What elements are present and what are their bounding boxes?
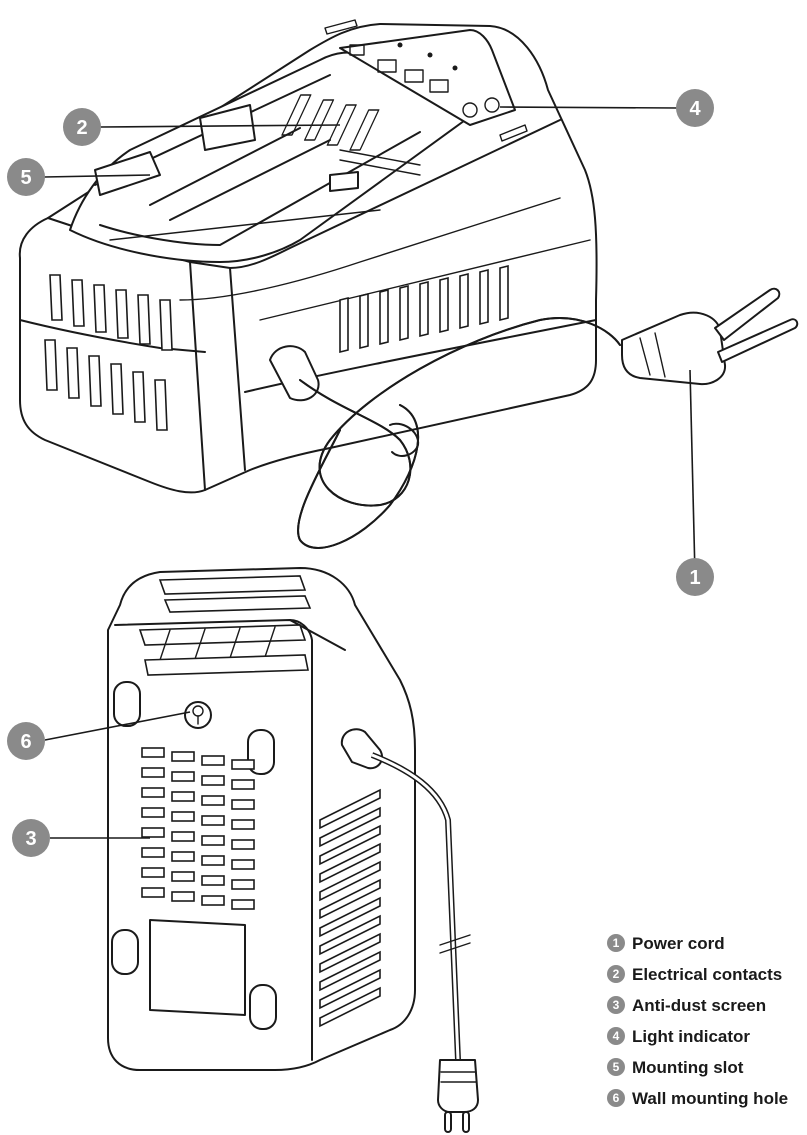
- legend-item-wall-mounting-hole: 6 Wall mounting hole: [607, 1089, 788, 1108]
- charger-top-view: [18, 19, 598, 494]
- legend-item-anti-dust-screen: 3 Anti-dust screen: [607, 996, 766, 1015]
- callout-4-number: 4: [689, 98, 701, 120]
- legend-number: 1: [613, 936, 620, 950]
- callout-1-number: 1: [689, 567, 700, 589]
- legend-label: Power cord: [632, 934, 725, 953]
- callout-3: 3: [12, 819, 50, 857]
- legend-item-mounting-slot: 5 Mounting slot: [607, 1058, 744, 1077]
- side-vents: [339, 264, 509, 354]
- callout-4: 4: [676, 89, 714, 127]
- wall-mounting-hole: [184, 701, 212, 729]
- electrical-contacts: [281, 94, 421, 176]
- callout-1: 1: [676, 558, 714, 596]
- legend-item-power-cord: 1 Power cord: [607, 934, 725, 953]
- legend-number: 4: [613, 1029, 620, 1043]
- callout-5: 5: [7, 158, 45, 196]
- callout-2-number: 2: [76, 117, 87, 139]
- callout-2: 2: [63, 108, 101, 146]
- legend: 1 Power cord 2 Electrical contacts 3 Ant…: [607, 934, 788, 1108]
- legend-item-light-indicator: 4 Light indicator: [607, 1027, 750, 1046]
- legend-label: Mounting slot: [632, 1058, 744, 1077]
- power-cord-top: [297, 287, 799, 549]
- legend-number: 2: [613, 967, 620, 981]
- legend-label: Electrical contacts: [632, 965, 782, 984]
- anti-dust-screen: [141, 747, 255, 910]
- front-vents: [44, 274, 173, 431]
- light-indicator-panel: [339, 29, 516, 126]
- legend-number: 6: [613, 1091, 620, 1105]
- power-cord-bottom: [370, 752, 479, 1133]
- legend-number: 5: [613, 1060, 620, 1074]
- legend-label: Wall mounting hole: [632, 1089, 788, 1108]
- charger-bottom-view: [107, 567, 416, 1071]
- callout-5-number: 5: [20, 167, 31, 189]
- callout-3-number: 3: [25, 828, 36, 850]
- legend-label: Light indicator: [632, 1027, 750, 1046]
- callout-6: 6: [7, 722, 45, 760]
- callout-6-number: 6: [20, 731, 31, 753]
- legend-number: 3: [613, 998, 620, 1012]
- legend-item-electrical-contacts: 2 Electrical contacts: [607, 965, 782, 984]
- bottom-top-ridges: [138, 575, 312, 676]
- legend-label: Anti-dust screen: [632, 996, 766, 1015]
- bottom-side-vents: [319, 788, 381, 1028]
